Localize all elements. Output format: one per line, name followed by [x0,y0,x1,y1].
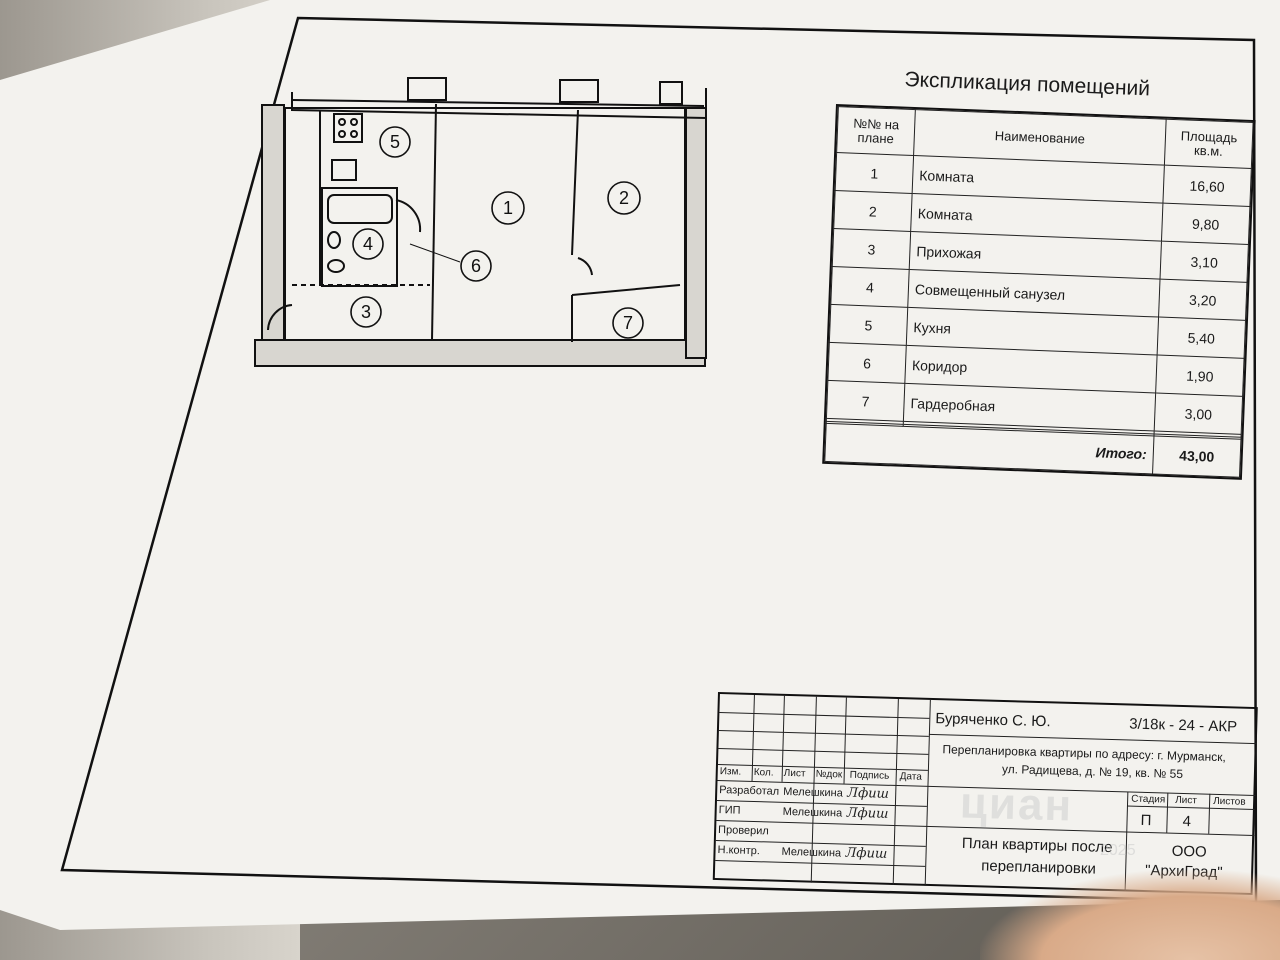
cell-area: 3,20 [1158,279,1247,321]
cell-num: 5 [829,304,908,346]
col-ndok: №док [815,768,843,781]
col-izm: Изм. [719,766,742,778]
signature-1: Лфиш [847,785,890,802]
sheet-header: Лист [1175,794,1198,807]
col-kol: Кол. [753,767,774,779]
sheet-value: 4 [1182,813,1192,831]
role-1: Разработал [719,784,780,798]
cell-num: 3 [832,228,911,270]
role-4-name: Мелешкина [781,845,842,860]
role-2-name: Мелешкина [782,805,843,820]
explication-table: №№ на плане Наименование Площадь кв.м. 1… [822,104,1256,480]
stage-value: П [1140,811,1152,830]
cell-num: 7 [826,380,905,422]
cell-area: 5,40 [1157,317,1246,359]
cell-area: 1,90 [1155,355,1245,397]
signature-3: Лфиш [845,845,888,862]
col-podpis: Подпись [849,769,890,782]
stage-header: Стадия [1131,793,1166,806]
watermark-year: 2025 [1100,842,1136,859]
hand [980,870,1280,960]
cell-num: 6 [827,342,907,384]
watermark-logo: циан [959,778,1074,831]
cell-area: 9,80 [1161,203,1250,245]
total-value: 43,00 [1152,435,1241,478]
previous-page-edge [0,0,300,960]
cell-num: 4 [830,266,910,308]
document-code: 3/18к - 24 - АКР [1129,715,1238,736]
col-data: Дата [899,771,923,783]
cell-num: 1 [835,152,914,194]
role-3: Проверил [717,824,769,838]
signature-2: Лфиш [846,805,889,822]
role-1-name: Мелешкина [783,785,843,800]
cell-area: 3,10 [1160,241,1249,283]
header-num: №№ на плане [836,106,916,156]
author-name: Буряченко С. Ю. [935,710,1051,731]
col-list: Лист [783,767,806,780]
header-area: Площадь кв.м. [1164,119,1254,169]
project-line-1: Перепланировка квартиры по адресу: г. Му… [942,742,1226,765]
sheets-header: Листов [1212,795,1246,808]
org-line-1: ООО [1171,842,1207,861]
cell-num: 2 [833,190,913,232]
cell-area: 16,60 [1162,165,1252,207]
cell-area: 3,00 [1154,393,1243,435]
role-4: Н.контр. [717,844,761,858]
project-line-2: ул. Радищева, д. № 19, кв. № 55 [1001,761,1184,782]
sheet-title-line-1: План квартиры после [961,834,1113,857]
role-2: ГИП [718,804,741,817]
